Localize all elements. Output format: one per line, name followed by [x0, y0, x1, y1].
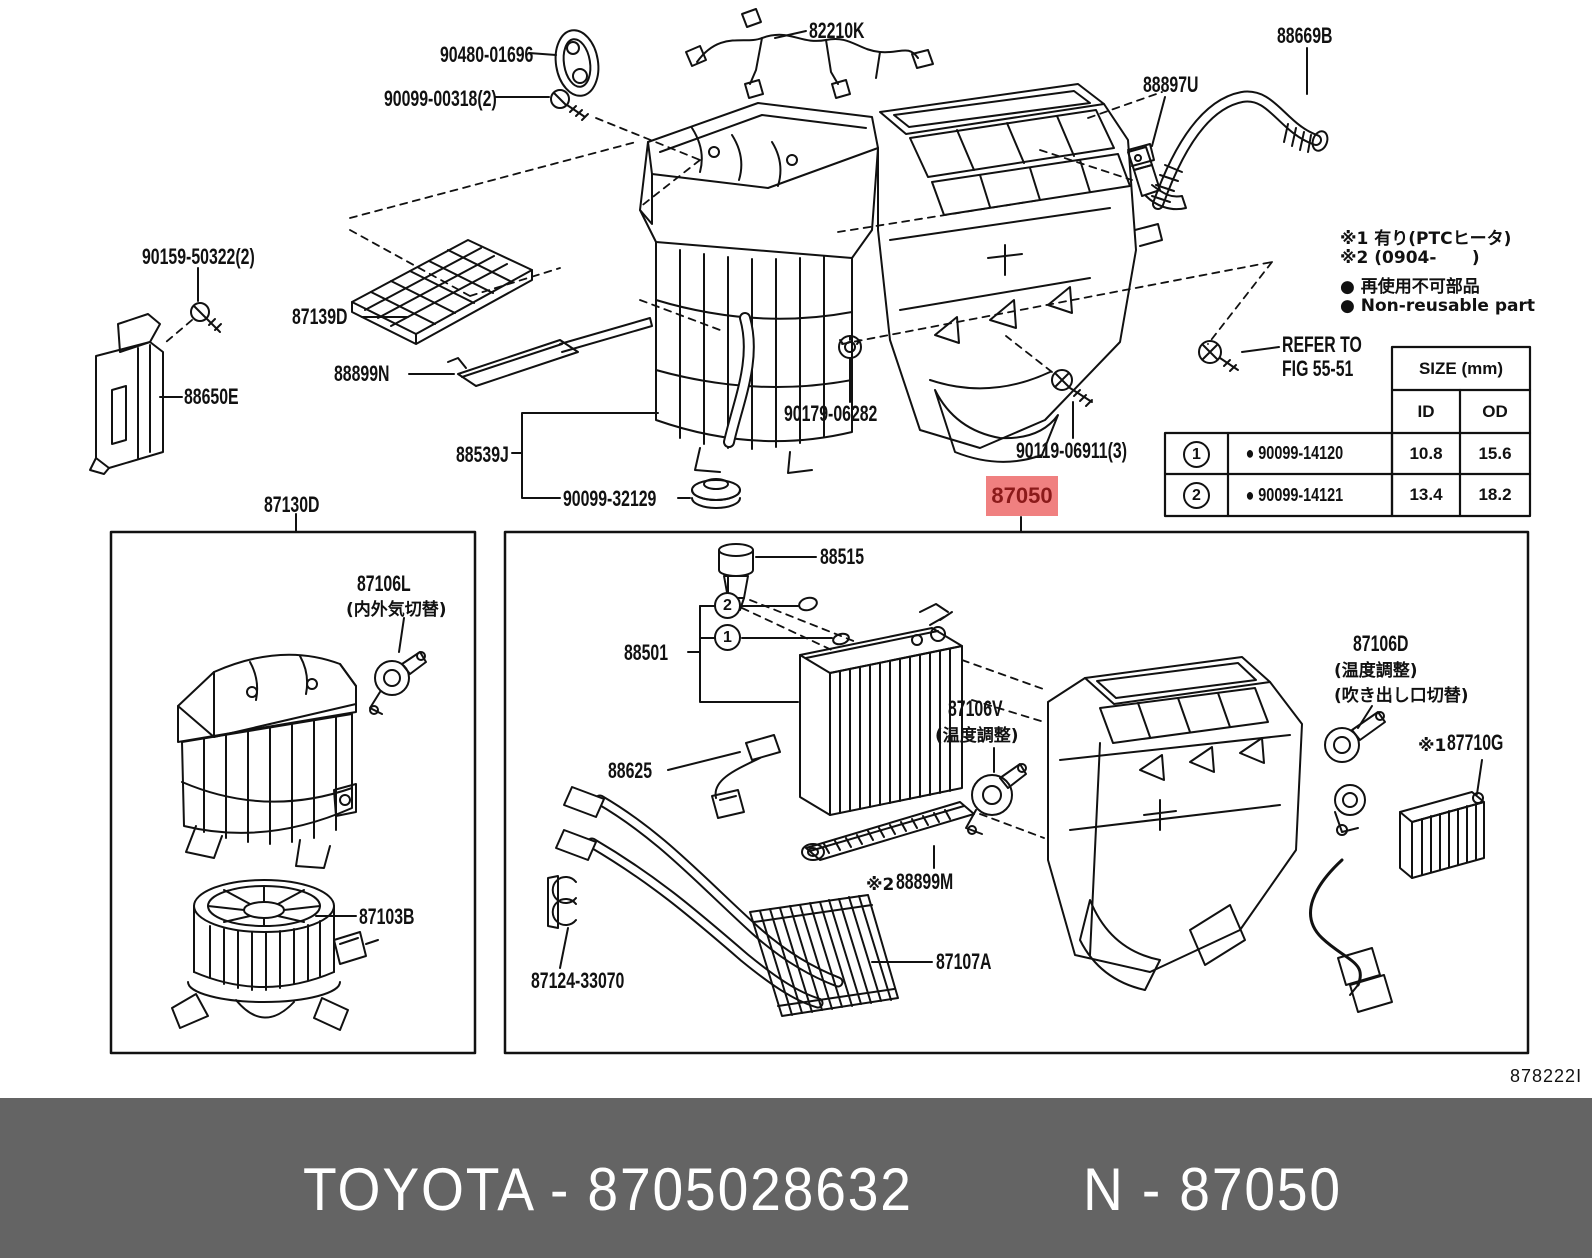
blower-motor-87103B-drawing: [171, 879, 379, 1031]
part-label-87710G: 87710G: [1447, 730, 1504, 755]
part-label-82210K: 82210K: [809, 18, 865, 43]
part-label-87139D: 87139D: [292, 304, 348, 329]
note-nonreusable-jp: ● 再使用不可部品: [1340, 277, 1480, 297]
size-table-row2-part: ● 90099-14121: [1245, 484, 1344, 505]
wire-88625-drawing: [667, 734, 781, 819]
strip-88899N-drawing: [408, 317, 653, 387]
part-label-88625: 88625: [608, 758, 653, 783]
part-label-88899M: 88899M: [896, 869, 954, 894]
highlighted-part-87050: 87050: [986, 476, 1058, 516]
diagram-circled-2: 2: [714, 592, 741, 619]
screw-refer-drawing: [1198, 340, 1280, 372]
size-table-row1-od: 15.6: [1478, 443, 1512, 463]
size-table-row1-part: ● 90099-14120: [1245, 443, 1344, 463]
filter-87139D-drawing: [351, 239, 533, 345]
part-label-88899M-prefix: ※2: [866, 875, 895, 895]
figure-plate-code: 878222I: [1510, 1066, 1583, 1086]
part-number-banner: TOYOTA - 8705028632 N - 87050: [0, 1098, 1592, 1258]
clamp-87124-drawing: [547, 875, 577, 969]
evaporator-drawing: [799, 603, 963, 816]
part-label-88515: 88515: [820, 544, 865, 569]
part-label-87103B: 87103B: [359, 904, 415, 929]
part-label-87106D-sub2: (吹き出し口切替): [1334, 686, 1469, 706]
connector-88897U-drawing: [1127, 96, 1187, 211]
unit-harness-drawing: [1309, 858, 1393, 1013]
nut-90179-drawing: [838, 335, 862, 403]
size-table-col-id: ID: [1417, 401, 1435, 421]
size-table-row2-od: 18.2: [1478, 485, 1512, 504]
part-label-90179-06282: 90179-06282: [784, 401, 878, 426]
sensor-88515-drawing: [718, 543, 817, 611]
grommet-90480-drawing: [528, 29, 600, 97]
module-88650E-drawing: [89, 267, 222, 475]
part-label-87106V-sub: (温度調整): [935, 726, 1019, 746]
part-label-88669B: 88669B: [1277, 23, 1333, 48]
hose-88669B-drawing: [1151, 47, 1329, 210]
part-label-87106D: 87106D: [1353, 631, 1409, 656]
part-label-87106L-sub: (内外気切替): [346, 600, 447, 620]
heater-pipes-drawing: [555, 786, 844, 1009]
heater-unit-drawing: [1047, 656, 1303, 991]
part-label-87106D-sub1: (温度調整): [1334, 661, 1418, 681]
actuator-87106D-drawing: [1324, 705, 1386, 836]
detail-box-outlines: [109, 530, 1530, 1055]
size-table-title: SIZE (mm): [1418, 358, 1504, 378]
part-label-90159-50322: 90159-50322(2): [142, 244, 255, 269]
part-label-88539J: 88539J: [456, 442, 509, 467]
part-label-88899N: 88899N: [334, 361, 390, 386]
actuator-87106V-drawing: [965, 747, 1027, 835]
part-label-88897U: 88897U: [1143, 72, 1199, 97]
part-label-87710G-prefix: ※1: [1418, 736, 1447, 756]
note-nonreusable-en: ● Non-reusable part: [1340, 296, 1536, 316]
note-ptc-heater: ※1 有り(PTCヒータ): [1340, 229, 1512, 249]
bracket-88539J-lines: [511, 412, 659, 499]
harness-82210K-drawing: [685, 8, 934, 99]
strip-88899M-drawing: [801, 801, 975, 869]
refer-note-line2: FIG 55-51: [1282, 356, 1354, 381]
part-label-88650E: 88650E: [184, 384, 239, 409]
part-label-87130D: 87130D: [264, 492, 320, 517]
actuator-87106L-drawing: [369, 617, 427, 715]
ptc-heater-87710G-drawing: [1399, 759, 1485, 879]
part-label-90480-01696: 90480-01696: [440, 42, 534, 67]
part-label-90099-32129: 90099-32129: [563, 486, 657, 511]
hvac-assembly-drawing: [639, 83, 1163, 474]
part-label-87124-33070: 87124-33070: [531, 968, 625, 993]
screw-90099-00318-drawing: [494, 89, 589, 121]
highlighted-part-87050-text: 87050: [991, 483, 1053, 508]
part-label-90099-00318: 90099-00318(2): [384, 86, 497, 111]
drain-pipe-drawing: [677, 312, 755, 509]
part-label-87106L: 87106L: [357, 571, 411, 596]
size-table-row1-id: 10.8: [1409, 443, 1443, 463]
screw-90119-drawing: [1051, 369, 1093, 439]
size-table-col-od: OD: [1482, 401, 1508, 421]
size-table-grid: [1163, 345, 1532, 518]
heater-core-87107A-drawing: [749, 894, 933, 1017]
oring-set-88501-lines: [687, 596, 850, 703]
size-table-row2-index: 2: [1183, 482, 1210, 509]
part-label-88501: 88501: [624, 640, 669, 665]
note-date-range: ※2 (0904- ): [1340, 248, 1480, 268]
diagram-circled-1: 1: [714, 624, 741, 651]
banner-part-number: TOYOTA - 8705028632: [303, 1156, 913, 1223]
part-label-87107A: 87107A: [936, 949, 992, 974]
blower-case-87130D-drawing: [177, 653, 357, 869]
part-label-90119-06911: 90119-06911(3): [1016, 438, 1127, 463]
refer-note-line1: REFER TO: [1282, 332, 1362, 357]
size-table-row2-id: 13.4: [1409, 485, 1443, 504]
banner-figure-number: N - 87050: [1083, 1156, 1342, 1223]
size-table-row1-index: 1: [1183, 441, 1210, 468]
construction-dashed-lines: [165, 91, 1273, 839]
part-label-87106V: 87106V: [948, 696, 1003, 721]
diagram-line-art: [89, 8, 1532, 1055]
